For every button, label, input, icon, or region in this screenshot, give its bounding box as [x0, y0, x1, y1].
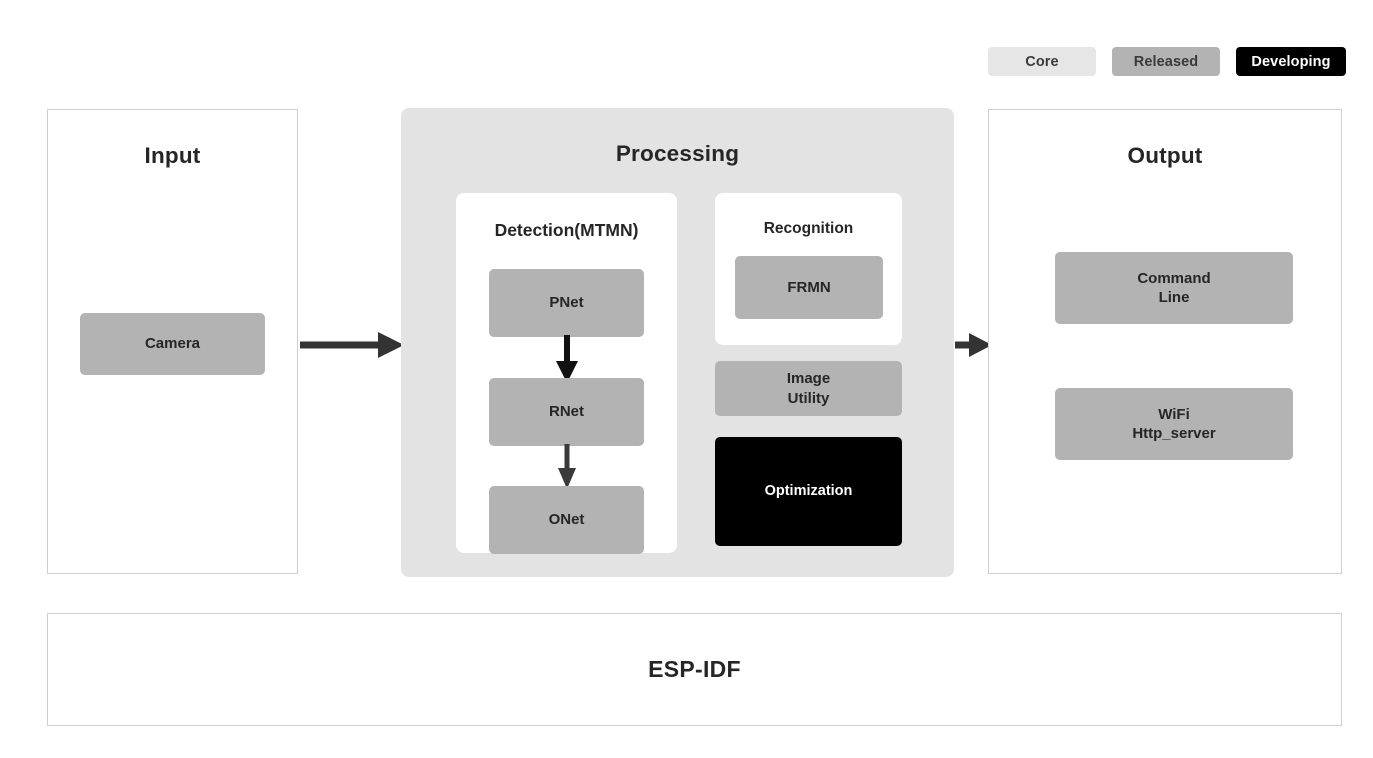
node-optimization: Optimization	[715, 437, 902, 546]
legend-chip-developing-label: Developing	[1251, 53, 1331, 70]
bar-esp-idf-label: ESP-IDF	[648, 656, 741, 682]
panel-processing-title: Processing	[615, 141, 740, 166]
node-command-line: Command Line	[1055, 252, 1293, 324]
node-camera: Camera	[80, 313, 265, 375]
arrow-input-to-processing	[300, 332, 404, 358]
card-detection-title: Detection(MTMN)	[494, 220, 639, 240]
card-recognition: Recognition FRMN	[715, 193, 902, 345]
legend-chip-developing: Developing	[1236, 47, 1346, 76]
node-frmn: FRMN	[735, 256, 883, 319]
arrow-rnet-to-onet	[558, 444, 576, 489]
panel-processing: Processing Detection(MTMN) PNet RNet ONe…	[401, 108, 954, 577]
node-image-utility: Image Utility	[715, 361, 902, 416]
node-wifi-http-server: WiFi Http_server	[1055, 388, 1293, 460]
panel-output: Output Command Line WiFi Http_server	[988, 109, 1342, 574]
panel-input-title: Input	[144, 143, 201, 168]
panel-output-title: Output	[1127, 143, 1203, 168]
node-rnet: RNet	[489, 378, 644, 446]
arrow-pnet-to-rnet	[556, 335, 578, 383]
legend-chip-released-label: Released	[1133, 53, 1199, 70]
node-onet: ONet	[489, 486, 644, 554]
arrow-processing-to-output	[955, 333, 992, 357]
panel-input: Input Camera	[47, 109, 298, 574]
legend-chip-core-label: Core	[1025, 53, 1059, 70]
legend-chip-released: Released	[1112, 47, 1220, 76]
node-pnet: PNet	[489, 269, 644, 337]
bar-esp-idf: ESP-IDF	[47, 613, 1342, 726]
legend: Core Released Developing	[988, 47, 1346, 76]
card-detection: Detection(MTMN) PNet RNet ONet	[456, 193, 677, 554]
card-recognition-title: Recognition	[763, 220, 854, 237]
legend-chip-core: Core	[988, 47, 1096, 76]
